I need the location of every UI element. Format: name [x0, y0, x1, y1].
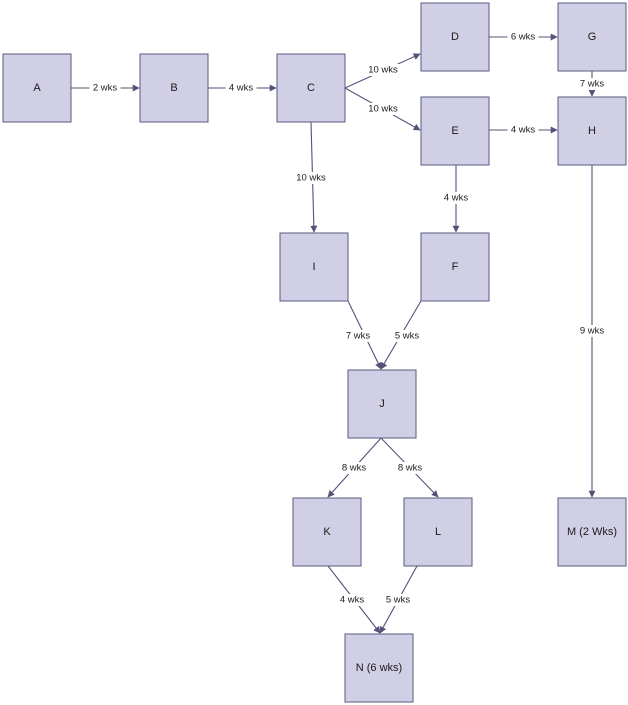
node-a: A	[2, 53, 72, 123]
node-box	[344, 633, 414, 703]
edge-a-b: 2 wks	[71, 82, 140, 94]
node-box	[420, 232, 490, 302]
node-box	[347, 369, 417, 439]
node-label: L	[435, 526, 441, 538]
node-box	[557, 497, 627, 567]
node-label: I	[312, 261, 315, 273]
node-box	[420, 2, 490, 72]
edge-label: 5 wks	[386, 595, 411, 606]
node-k: K	[292, 497, 362, 567]
edge-label: 2 wks	[93, 83, 118, 94]
edge-label-bg	[342, 330, 374, 342]
edge-label-bg	[336, 594, 368, 606]
node-n: N (6 wks)	[344, 633, 414, 703]
edge-label: 9 wks	[580, 326, 605, 337]
node-label: N (6 wks)	[356, 662, 402, 674]
edge-label: 8 wks	[342, 463, 367, 474]
edge-label: 4 wks	[229, 83, 254, 94]
node-box	[276, 53, 346, 123]
node-g: G	[557, 2, 627, 72]
node-i: I	[279, 232, 349, 302]
node-label: D	[451, 31, 459, 43]
node-box	[279, 232, 349, 302]
node-label: J	[379, 398, 385, 410]
node-box	[2, 53, 72, 123]
node-box	[557, 2, 627, 72]
edge-label-bg	[338, 462, 370, 474]
node-e: E	[420, 96, 490, 166]
edge-c-e: 10 wks	[344, 87, 421, 131]
edge-label-bg	[391, 330, 423, 342]
edges-layer: 2 wks 4 wks 10 wks 10 wks 10 wks 6 wks 7 wks 4 …	[71, 31, 608, 634]
edge-l-n: 5 wks	[379, 565, 418, 634]
edge-label: 10 wks	[368, 65, 398, 76]
edge-d-g: 6 wks	[489, 31, 558, 43]
edge-c-i: 10 wks	[292, 121, 330, 233]
node-box	[292, 497, 362, 567]
node-b: B	[139, 53, 209, 123]
edge-label-bg	[576, 325, 608, 337]
edge-label-bg	[394, 462, 426, 474]
edge-label: 6 wks	[511, 32, 536, 43]
node-label: H	[588, 125, 596, 137]
node-box	[420, 96, 490, 166]
edge-f-j: 5 wks	[380, 300, 423, 370]
node-d: D	[420, 2, 490, 72]
node-j: J	[347, 369, 417, 439]
edge-k-n: 4 wks	[327, 565, 381, 634]
edge-label: 5 wks	[395, 331, 420, 342]
edge-label: 4 wks	[511, 125, 536, 136]
node-c: C	[276, 53, 346, 123]
edge-label-bg	[89, 82, 121, 94]
edge-i-j: 7 wks	[342, 300, 382, 370]
node-label: E	[451, 125, 458, 137]
edge-label: 10 wks	[368, 104, 398, 115]
node-label: K	[323, 526, 331, 538]
edge-label-bg	[576, 78, 608, 90]
edge-label-bg	[507, 124, 539, 136]
node-m: M (2 Wks)	[557, 497, 627, 567]
node-label: M (2 Wks)	[567, 526, 617, 538]
node-box	[139, 53, 209, 123]
edge-label-bg	[364, 64, 402, 76]
edge-j-k: 8 wks	[327, 437, 382, 498]
edge-h-m: 9 wks	[576, 165, 608, 498]
node-label: F	[452, 261, 459, 273]
node-label: G	[588, 31, 597, 43]
edge-b-c: 4 wks	[208, 82, 277, 94]
edge-e-f: 4 wks	[440, 165, 472, 233]
node-label: C	[307, 82, 315, 94]
node-label: B	[170, 82, 177, 94]
node-box	[557, 96, 627, 166]
edge-e-h: 4 wks	[489, 124, 558, 136]
node-l: L	[403, 497, 473, 567]
edge-label-bg	[292, 172, 330, 184]
edge-label-bg	[364, 103, 402, 115]
edge-label: 7 wks	[346, 331, 371, 342]
edge-c-d: 10 wks	[344, 53, 421, 89]
node-label: A	[33, 82, 41, 94]
edge-label: 8 wks	[398, 463, 423, 474]
node-box	[403, 497, 473, 567]
edge-label-bg	[382, 594, 414, 606]
edge-j-l: 8 wks	[380, 437, 439, 498]
node-h: H	[557, 96, 627, 166]
edge-label-bg	[440, 192, 472, 204]
edge-label-bg	[225, 82, 257, 94]
edge-g-h: 7 wks	[576, 71, 608, 97]
edge-label: 7 wks	[580, 79, 605, 90]
edge-label: 4 wks	[340, 595, 365, 606]
node-f: F	[420, 232, 490, 302]
edge-label-bg	[507, 31, 539, 43]
edge-label: 4 wks	[444, 193, 469, 204]
edge-label: 10 wks	[296, 173, 326, 184]
